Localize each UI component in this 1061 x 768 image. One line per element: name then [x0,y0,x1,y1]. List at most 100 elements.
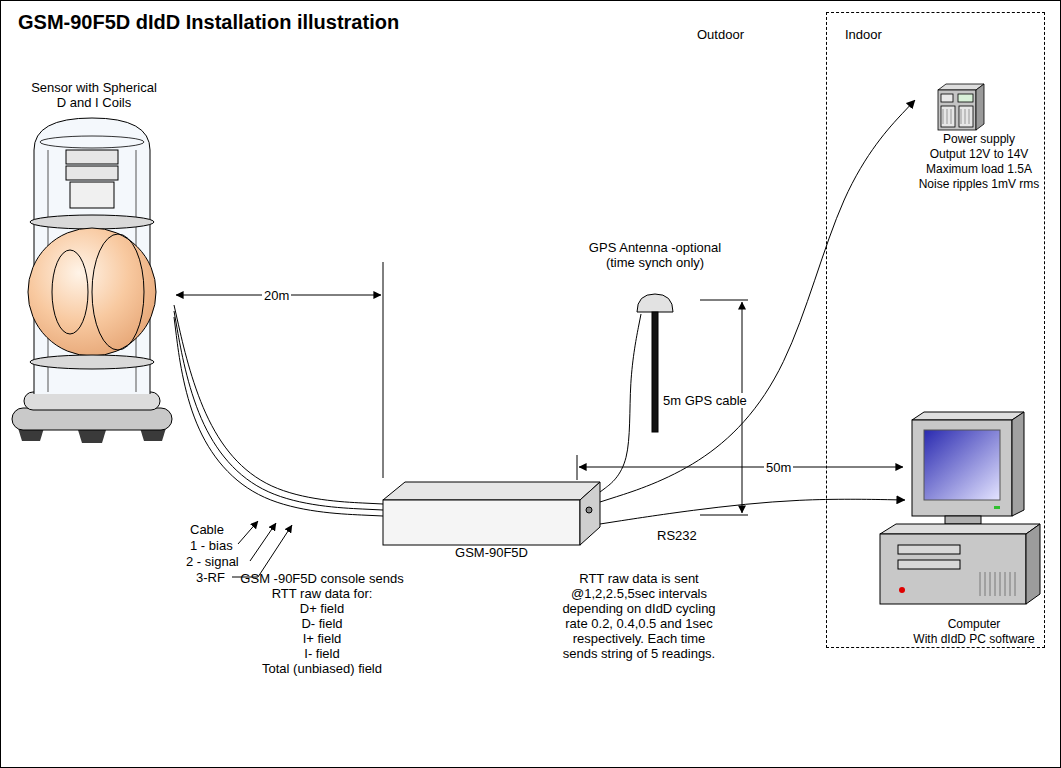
sensor-illustration [52,250,88,334]
wire-label: 2 - signal [186,554,239,569]
power-supply-node: Power supplyOutput 12V to 14V Maximum lo… [915,82,1043,192]
node-body: Output 12V to 14V Maximum load 1.5A Nois… [917,147,1041,192]
computer-drawing [912,420,1012,516]
sensor-illustration [30,355,154,369]
power-supply-drawing [943,109,944,124]
power-supply-drawing [969,109,970,124]
sensor-cable [174,311,383,510]
sensor-illustration [28,228,156,356]
computer-drawing [880,524,1040,534]
power-supply-drawing [961,109,962,124]
computer-drawing [912,412,1024,420]
dimension-lines [700,300,748,301]
note-item: Total (unbiased) field [237,661,407,676]
power-supply-drawing [943,109,969,124]
dimension-lines [176,262,903,515]
cable-label: Cable [190,522,224,537]
note-item: D+ field [237,601,407,616]
wire-label: 1 - bias [190,538,233,553]
power-supply-drawing [958,94,973,102]
note-text: RTT raw data is sent @1,2,2.5,5sec inter… [555,571,723,661]
power-supply-drawing [959,106,973,127]
power-supply-drawing [951,109,952,124]
sensor-cable [174,317,383,516]
computer-drawing [980,572,1015,596]
edge-label: RS232 [655,528,699,543]
sensor-illustration [30,215,154,229]
power-supply-drawing [947,109,948,124]
power-supply-drawing [941,106,955,127]
gps-antenna-node: GPS Antenna -optional (time synch only) [580,240,730,314]
sensor-illustration [12,408,172,430]
note-item: I- field [237,646,407,661]
computer-drawing [899,587,905,593]
sensor-cable [174,305,383,504]
indoor-region: IndoorPower supplyOutput 12V to 14V Maxi… [826,12,1045,648]
cable-leader-lines [232,521,292,577]
power-supply-drawing [965,109,966,124]
power-supply-drawing [941,94,953,102]
computer-drawing [1015,572,1016,596]
node-body: With dIdD PC software [905,632,1043,647]
computer-drawing [1005,572,1006,596]
node-heading: Sensor with Spherical D and I Coils [26,80,162,110]
node-heading: GPS Antenna -optional (time synch only) [580,240,730,270]
console-box-drawing [383,482,600,545]
power-cable [600,100,915,502]
sensor-illustration [78,430,106,443]
computer-drawing [945,516,981,524]
computer-drawing [1000,572,1001,596]
gps-antenna-drawing [637,294,673,312]
note-item: D- field [237,616,407,631]
console-box-drawing [383,482,600,500]
computer-node: ComputerWith dIdD PC software [905,412,1043,647]
note-item: I+ field [237,631,407,646]
sensor-illustration [70,182,114,208]
sensor-illustration [92,234,144,350]
computer-drawing [985,572,986,596]
power-supply-drawing [938,90,976,130]
console-box-drawing [580,482,600,545]
cable-leader-lines [238,521,258,544]
sensor-illustration [66,166,118,180]
gps-antenna-drawing [652,312,658,432]
node-heading: Power supply [915,132,1043,147]
dimension-lines [577,455,578,480]
power-supply-drawing [976,84,984,130]
region-label: Outdoor [697,27,744,42]
wire-label: 3-RF [196,570,225,585]
dimension-label: 50m [764,460,793,475]
computer-drawing [898,545,960,554]
console-box: GSM-90F5D [383,478,600,564]
computer-drawing [1012,412,1024,516]
cable-leader-lines [232,525,292,577]
console-box-drawing [383,500,580,545]
computer-drawing [1010,572,1011,596]
sensor-illustration [66,150,118,164]
node-heading: Computer [905,617,1043,632]
computer-drawing [990,572,991,596]
diagram-title: GSM-90F5D dIdD Installation illustration [18,10,399,34]
computer-drawing [980,572,981,596]
computer-drawing [880,412,1040,604]
dimension-lines [383,262,384,478]
computer-drawing [924,430,1000,500]
sensor-illustration [24,392,160,410]
rs232-cable [600,499,905,524]
computer-drawing [994,506,1000,509]
node-heading: Indoor [845,27,965,42]
dimension-label: 20m [262,288,291,303]
computer-drawing [880,534,1026,604]
sensor-illustration [12,118,172,443]
note-text: GSM -90F5D console sends RTT raw data fo… [237,571,407,601]
dimension-label: 5m GPS cable [661,393,749,408]
gps-cable [600,314,641,492]
computer-drawing [1026,524,1040,604]
dimension-lines [700,515,748,516]
console-box-drawing [586,507,592,513]
sensor-illustration [40,136,144,148]
